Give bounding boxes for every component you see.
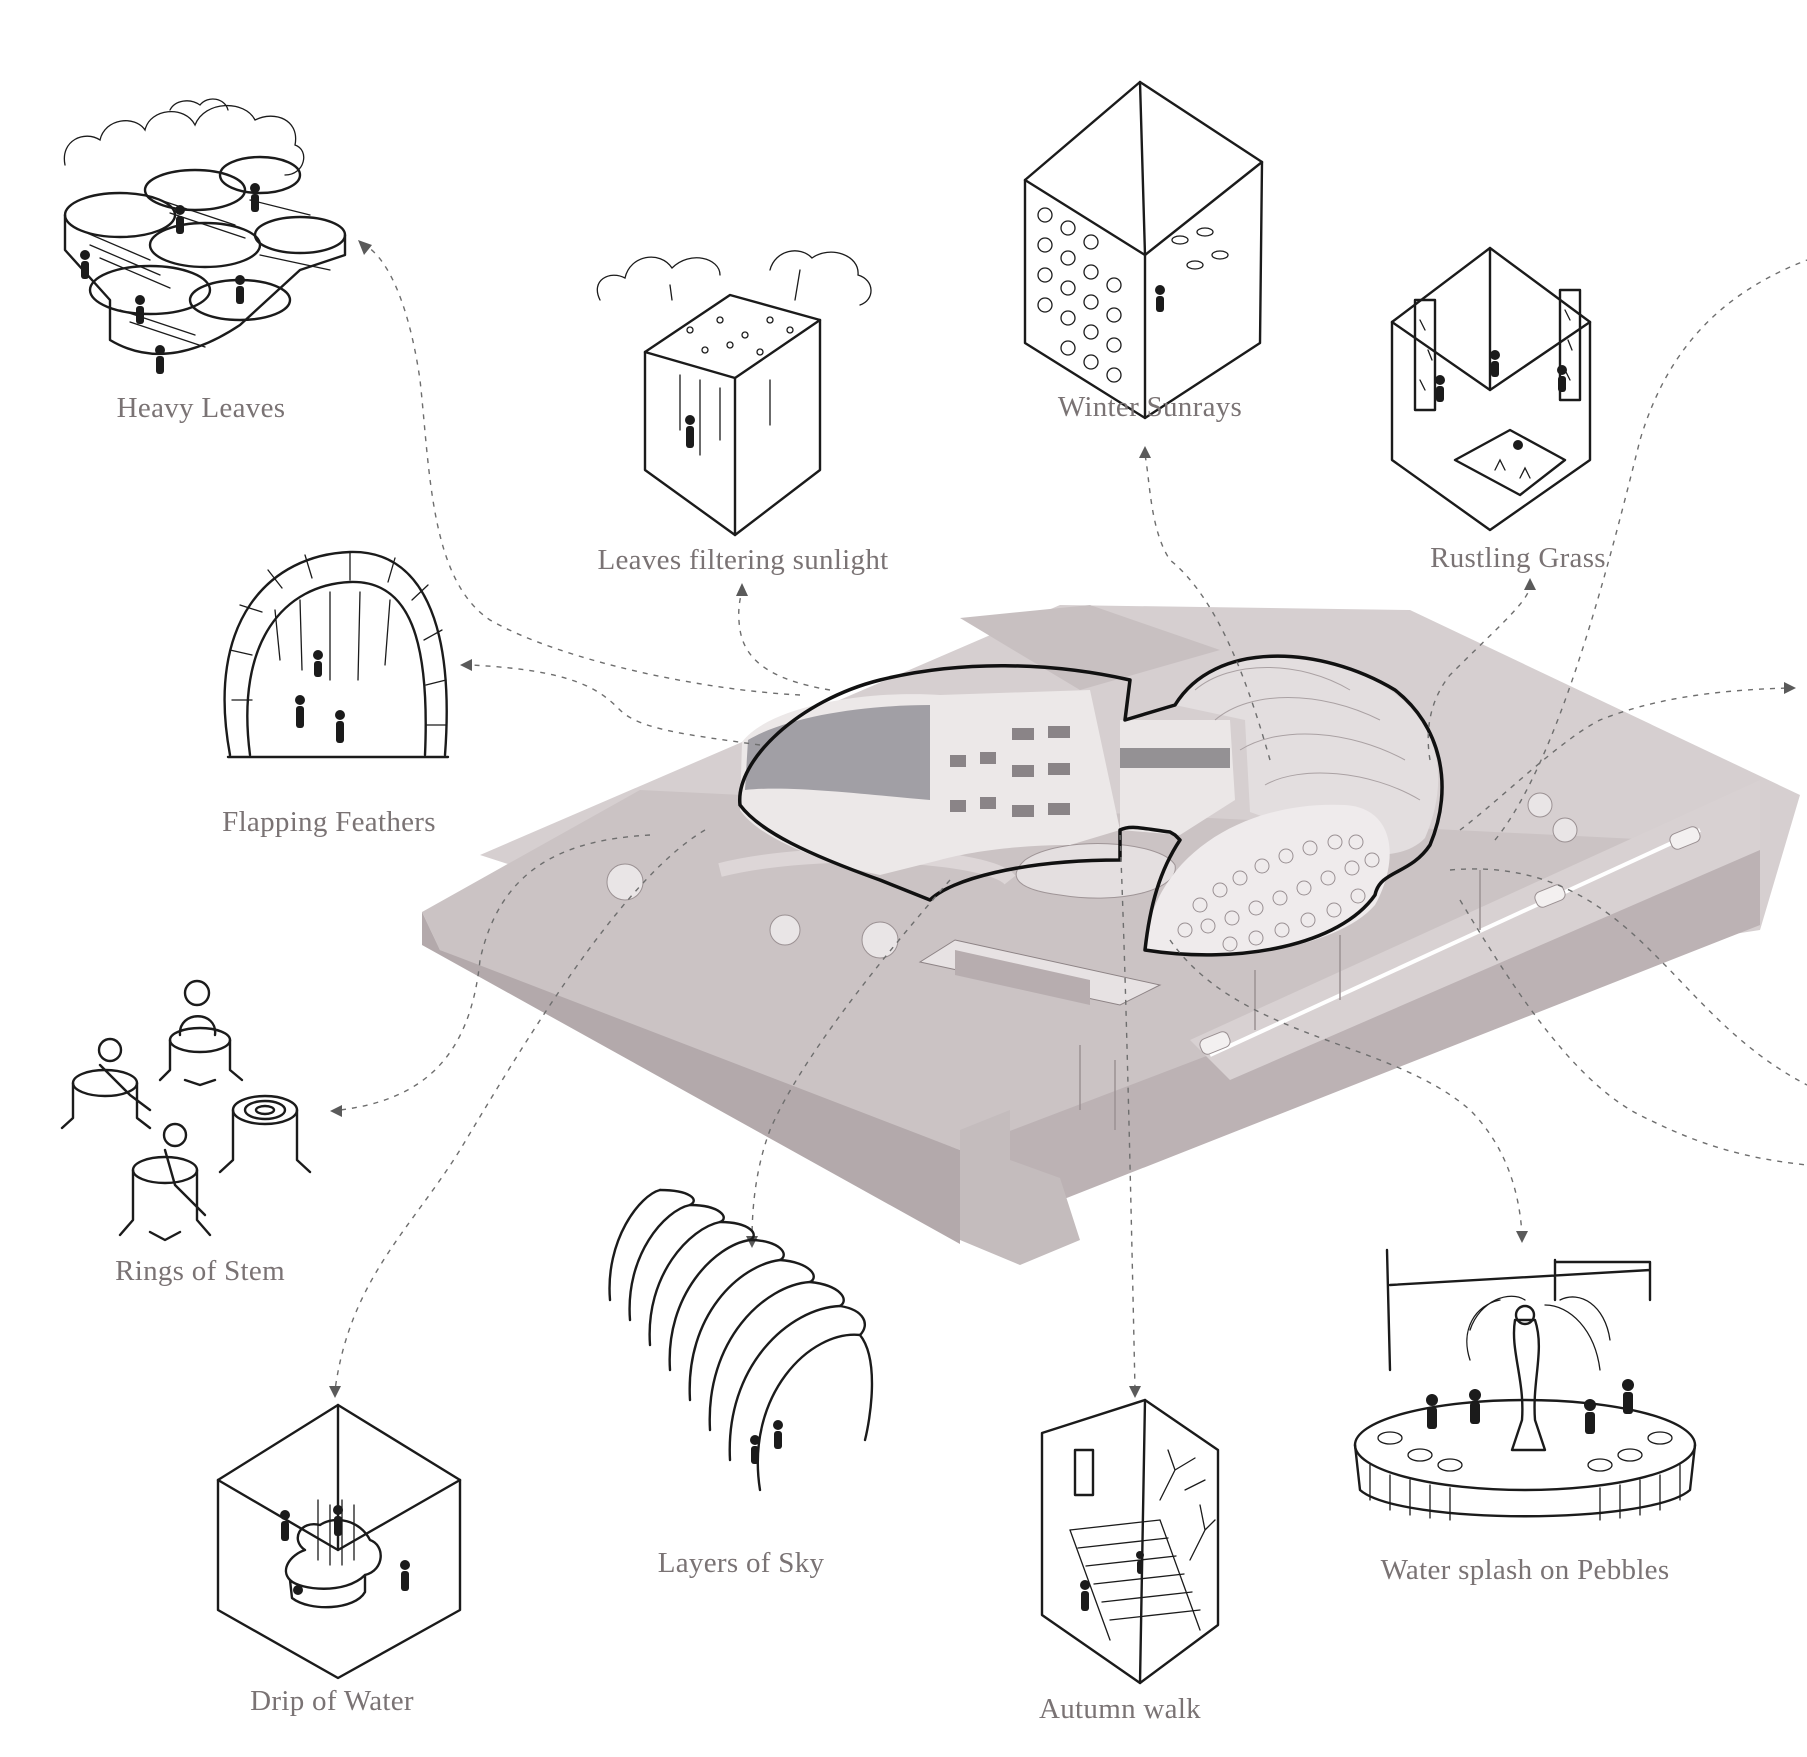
autumn-walk-sketch (1040, 1398, 1220, 1685)
label-flapping-feathers: Flapping Feathers (222, 806, 436, 838)
leaves-filtering-sketch (596, 250, 872, 537)
arrowhead (358, 240, 372, 255)
water-splash-sketch (1353, 1248, 1697, 1521)
arrowhead (1784, 682, 1796, 694)
connector-winter-sunrays (1144, 454, 1271, 761)
arrowhead (1139, 446, 1151, 458)
label-winter-sunrays: Winter Sunrays (1057, 391, 1243, 423)
connector-heavy-leaves (364, 244, 801, 696)
arrowhead (460, 659, 472, 671)
heavy-leaves-sketch (63, 98, 347, 374)
connector-right-lower (1459, 899, 1807, 1166)
connector-rings-of-stem (339, 834, 651, 1111)
layers-of-sky-sketch (608, 1188, 874, 1492)
winter-sunrays-sketch (1023, 80, 1264, 420)
label-layers-of-sky: Layers of Sky (657, 1547, 825, 1579)
rustling-grass-sketch (1390, 246, 1592, 532)
connector-right-upper (1494, 259, 1807, 841)
arrowhead (1524, 578, 1536, 590)
connector-right-edge (1449, 868, 1807, 1086)
label-water-splash-on-pebbles: Water splash on Pebbles (1380, 1554, 1670, 1586)
arrowhead (1516, 1231, 1528, 1243)
connector-water-splash (1169, 939, 1523, 1236)
arrowhead (329, 1386, 341, 1398)
connector-leaves-filtering (738, 589, 831, 691)
arrowhead (736, 583, 748, 596)
connector-right-top (1459, 687, 1791, 831)
flapping-feathers-sketch (223, 550, 450, 759)
label-heavy-leaves: Heavy Leaves (116, 392, 286, 424)
label-rings-of-stem: Rings of Stem (115, 1255, 285, 1287)
drip-of-water-sketch (216, 1403, 462, 1680)
connector-lines (329, 240, 1807, 1398)
label-autumn-walk: Autumn walk (1039, 1693, 1201, 1725)
rings-of-stem-sketch (60, 979, 312, 1242)
arrowhead (1129, 1386, 1141, 1398)
arrowhead (330, 1105, 342, 1117)
connector-rustling-grass (1427, 584, 1531, 761)
connector-flapping-feathers (469, 664, 761, 746)
site-model (422, 605, 1800, 1265)
label-leaves-filtering-sunlight: Leaves filtering sunlight (597, 544, 889, 576)
connector-drip-of-water (334, 829, 706, 1391)
label-rustling-grass: Rustling Grass (1430, 542, 1606, 574)
label-drip-of-water: Drip of Water (250, 1685, 414, 1717)
